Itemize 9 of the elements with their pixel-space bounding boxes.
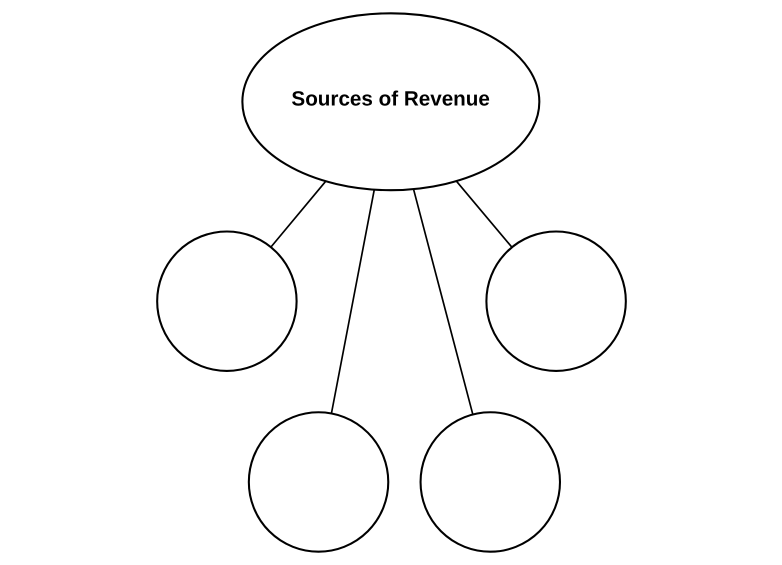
- node-ellipse: Sources of Revenue: [240, 12, 540, 192]
- node-circle: [484, 230, 626, 372]
- connector: [412, 189, 474, 414]
- connector: [330, 190, 375, 414]
- node-circle: [156, 230, 298, 372]
- node-circle: [419, 411, 561, 553]
- connector: [270, 180, 326, 248]
- node-circle: [247, 411, 389, 553]
- connector: [456, 180, 512, 248]
